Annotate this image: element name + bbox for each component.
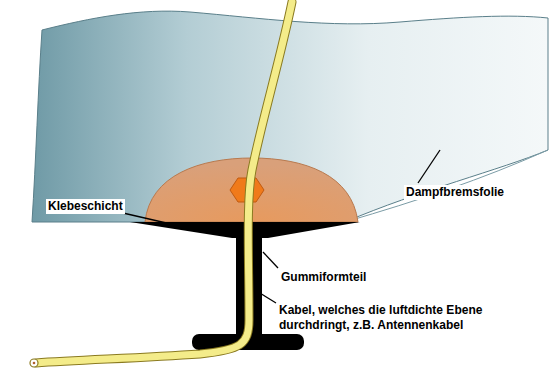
cable-core <box>33 362 36 365</box>
leader-line <box>255 290 276 303</box>
cable <box>36 2 292 363</box>
cable-end <box>30 359 38 367</box>
vapour-barrier-foil <box>32 11 548 222</box>
part-label: Gummiformteil <box>279 270 368 285</box>
leader-line <box>263 252 278 268</box>
cable <box>36 2 292 363</box>
part-label: Dampfbremsfolie <box>404 185 506 200</box>
part-label: Klebeschicht <box>46 199 125 214</box>
part-label: Kabel, welches die luftdichte Ebene durc… <box>277 303 521 333</box>
leader-line <box>418 150 440 183</box>
foil-fold <box>345 150 548 222</box>
